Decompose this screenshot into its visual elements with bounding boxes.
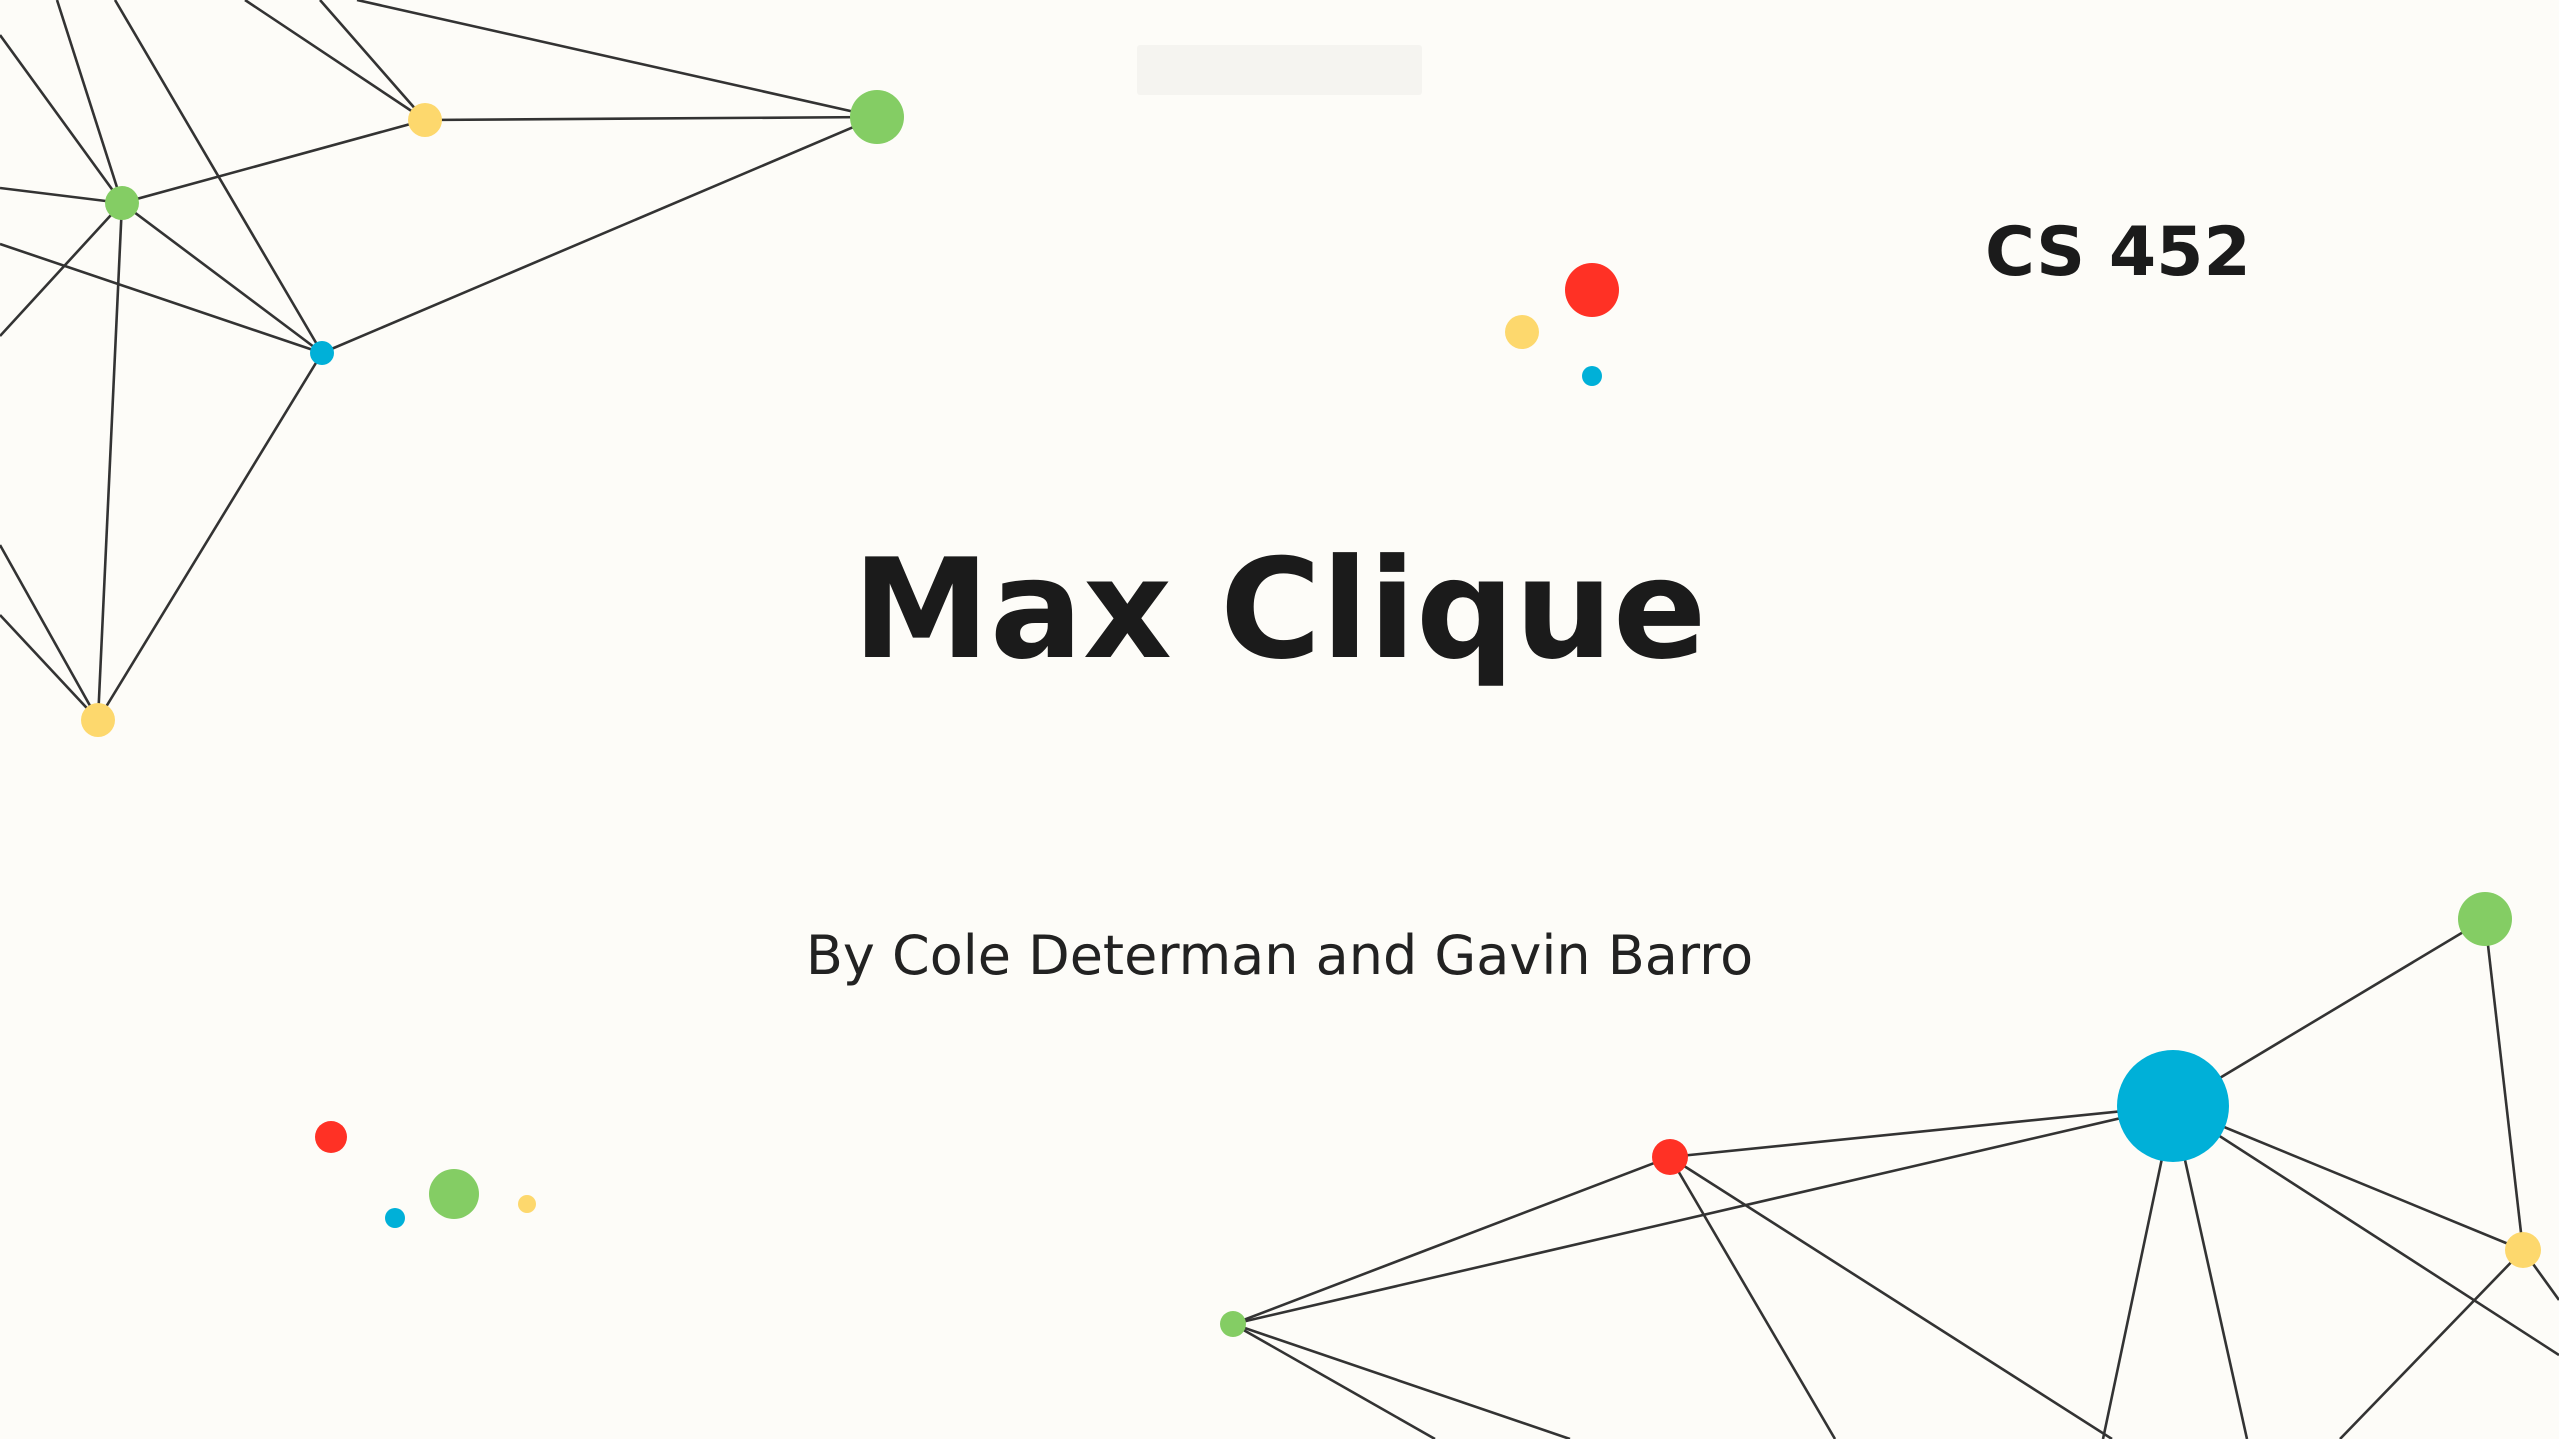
top-left-network <box>0 0 878 721</box>
slide-subtitle: By Cole Determan and Gavin Barro <box>805 924 1754 987</box>
floating-dots-lower <box>315 1121 536 1228</box>
node-yellow-dot <box>2505 1232 2541 1268</box>
node-green-dot <box>1220 1311 1246 1337</box>
green-dot <box>429 1169 479 1219</box>
node-blue-hub-dot <box>2117 1050 2229 1162</box>
node-green-dot <box>2458 892 2512 946</box>
red-dot <box>315 1121 347 1153</box>
node-yellow-dot <box>81 703 115 737</box>
slide-title: Max Clique <box>852 529 1707 690</box>
node-yellow-dot <box>408 103 442 137</box>
floating-dots-upper <box>1505 263 1619 386</box>
yellow-dot <box>518 1195 536 1213</box>
blue-dot <box>1582 366 1602 386</box>
node-green-dot <box>850 90 904 144</box>
faint-top-banner <box>1137 45 1422 95</box>
blue-dot <box>385 1208 405 1228</box>
red-dot <box>1565 263 1619 317</box>
yellow-dot <box>1505 315 1539 349</box>
node-green-dot <box>105 186 139 220</box>
node-blue-dot <box>310 341 334 365</box>
bottom-right-network <box>1232 917 2559 1439</box>
node-red-dot <box>1652 1139 1688 1175</box>
course-code: CS 452 <box>1985 213 2251 292</box>
graph-nodes <box>81 90 2541 1337</box>
